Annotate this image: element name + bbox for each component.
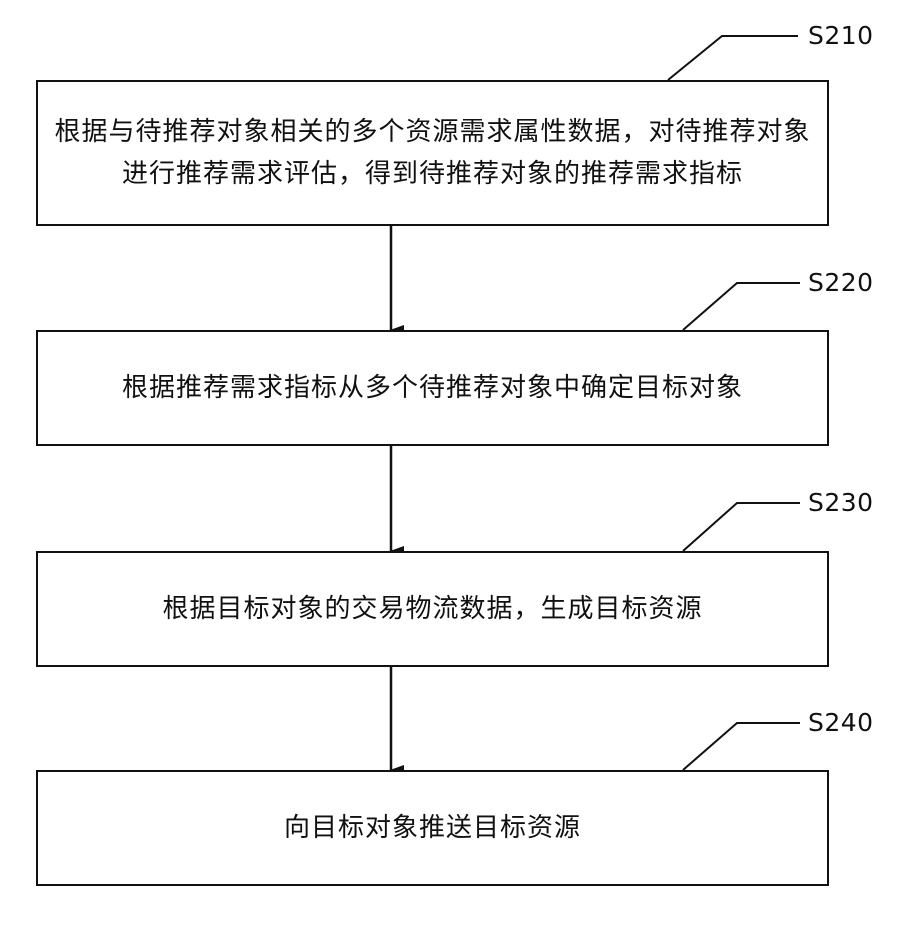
leader-line-s220 [683, 283, 800, 330]
step-label-s220: S220 [808, 268, 874, 297]
step-label-s230: S230 [808, 488, 874, 517]
step-label-s240: S240 [808, 708, 874, 737]
step-box-s220: 根据推荐需求指标从多个待推荐对象中确定目标对象 [36, 330, 829, 446]
step-text-s220: 根据推荐需求指标从多个待推荐对象中确定目标对象 [122, 367, 743, 409]
step-text-s240: 向目标对象推送目标资源 [284, 807, 581, 849]
step-text-s210: 根据与待推荐对象相关的多个资源需求属性数据，对待推荐对象进行推荐需求评估，得到待… [53, 111, 813, 195]
step-box-s210: 根据与待推荐对象相关的多个资源需求属性数据，对待推荐对象进行推荐需求评估，得到待… [36, 80, 829, 226]
step-label-s210: S210 [808, 21, 874, 50]
step-box-s230: 根据目标对象的交易物流数据，生成目标资源 [36, 551, 829, 667]
leader-line-s230 [683, 503, 800, 551]
leader-line-s210 [668, 36, 798, 80]
step-box-s240: 向目标对象推送目标资源 [36, 770, 829, 886]
step-text-s230: 根据目标对象的交易物流数据，生成目标资源 [162, 588, 702, 630]
leader-line-s240 [683, 723, 800, 770]
